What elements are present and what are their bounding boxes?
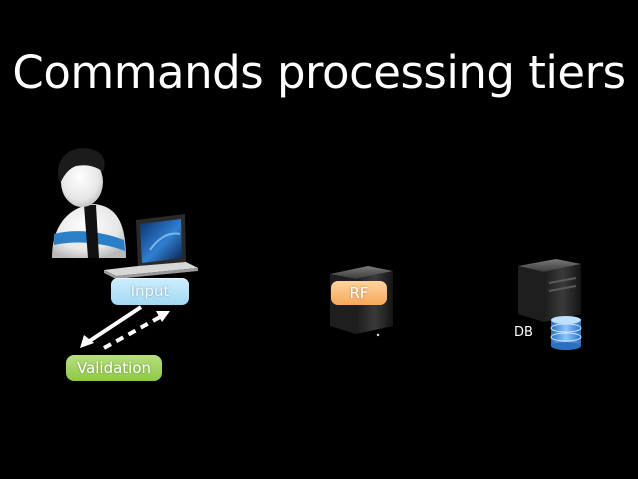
input-node: Input (111, 278, 189, 305)
slide-title: Commands processing tiers (12, 46, 626, 99)
db-label: DB (514, 325, 533, 340)
user-icon (52, 148, 126, 258)
laptop-icon (104, 214, 198, 279)
rf-node: RF (331, 281, 387, 305)
validation-node: Validation (66, 355, 162, 381)
arrow-head-to-input (156, 311, 170, 322)
database-icon (550, 316, 582, 350)
arrow-head-to-validation (80, 335, 94, 348)
flow-arrows (80, 305, 170, 350)
server-icon (518, 259, 581, 322)
